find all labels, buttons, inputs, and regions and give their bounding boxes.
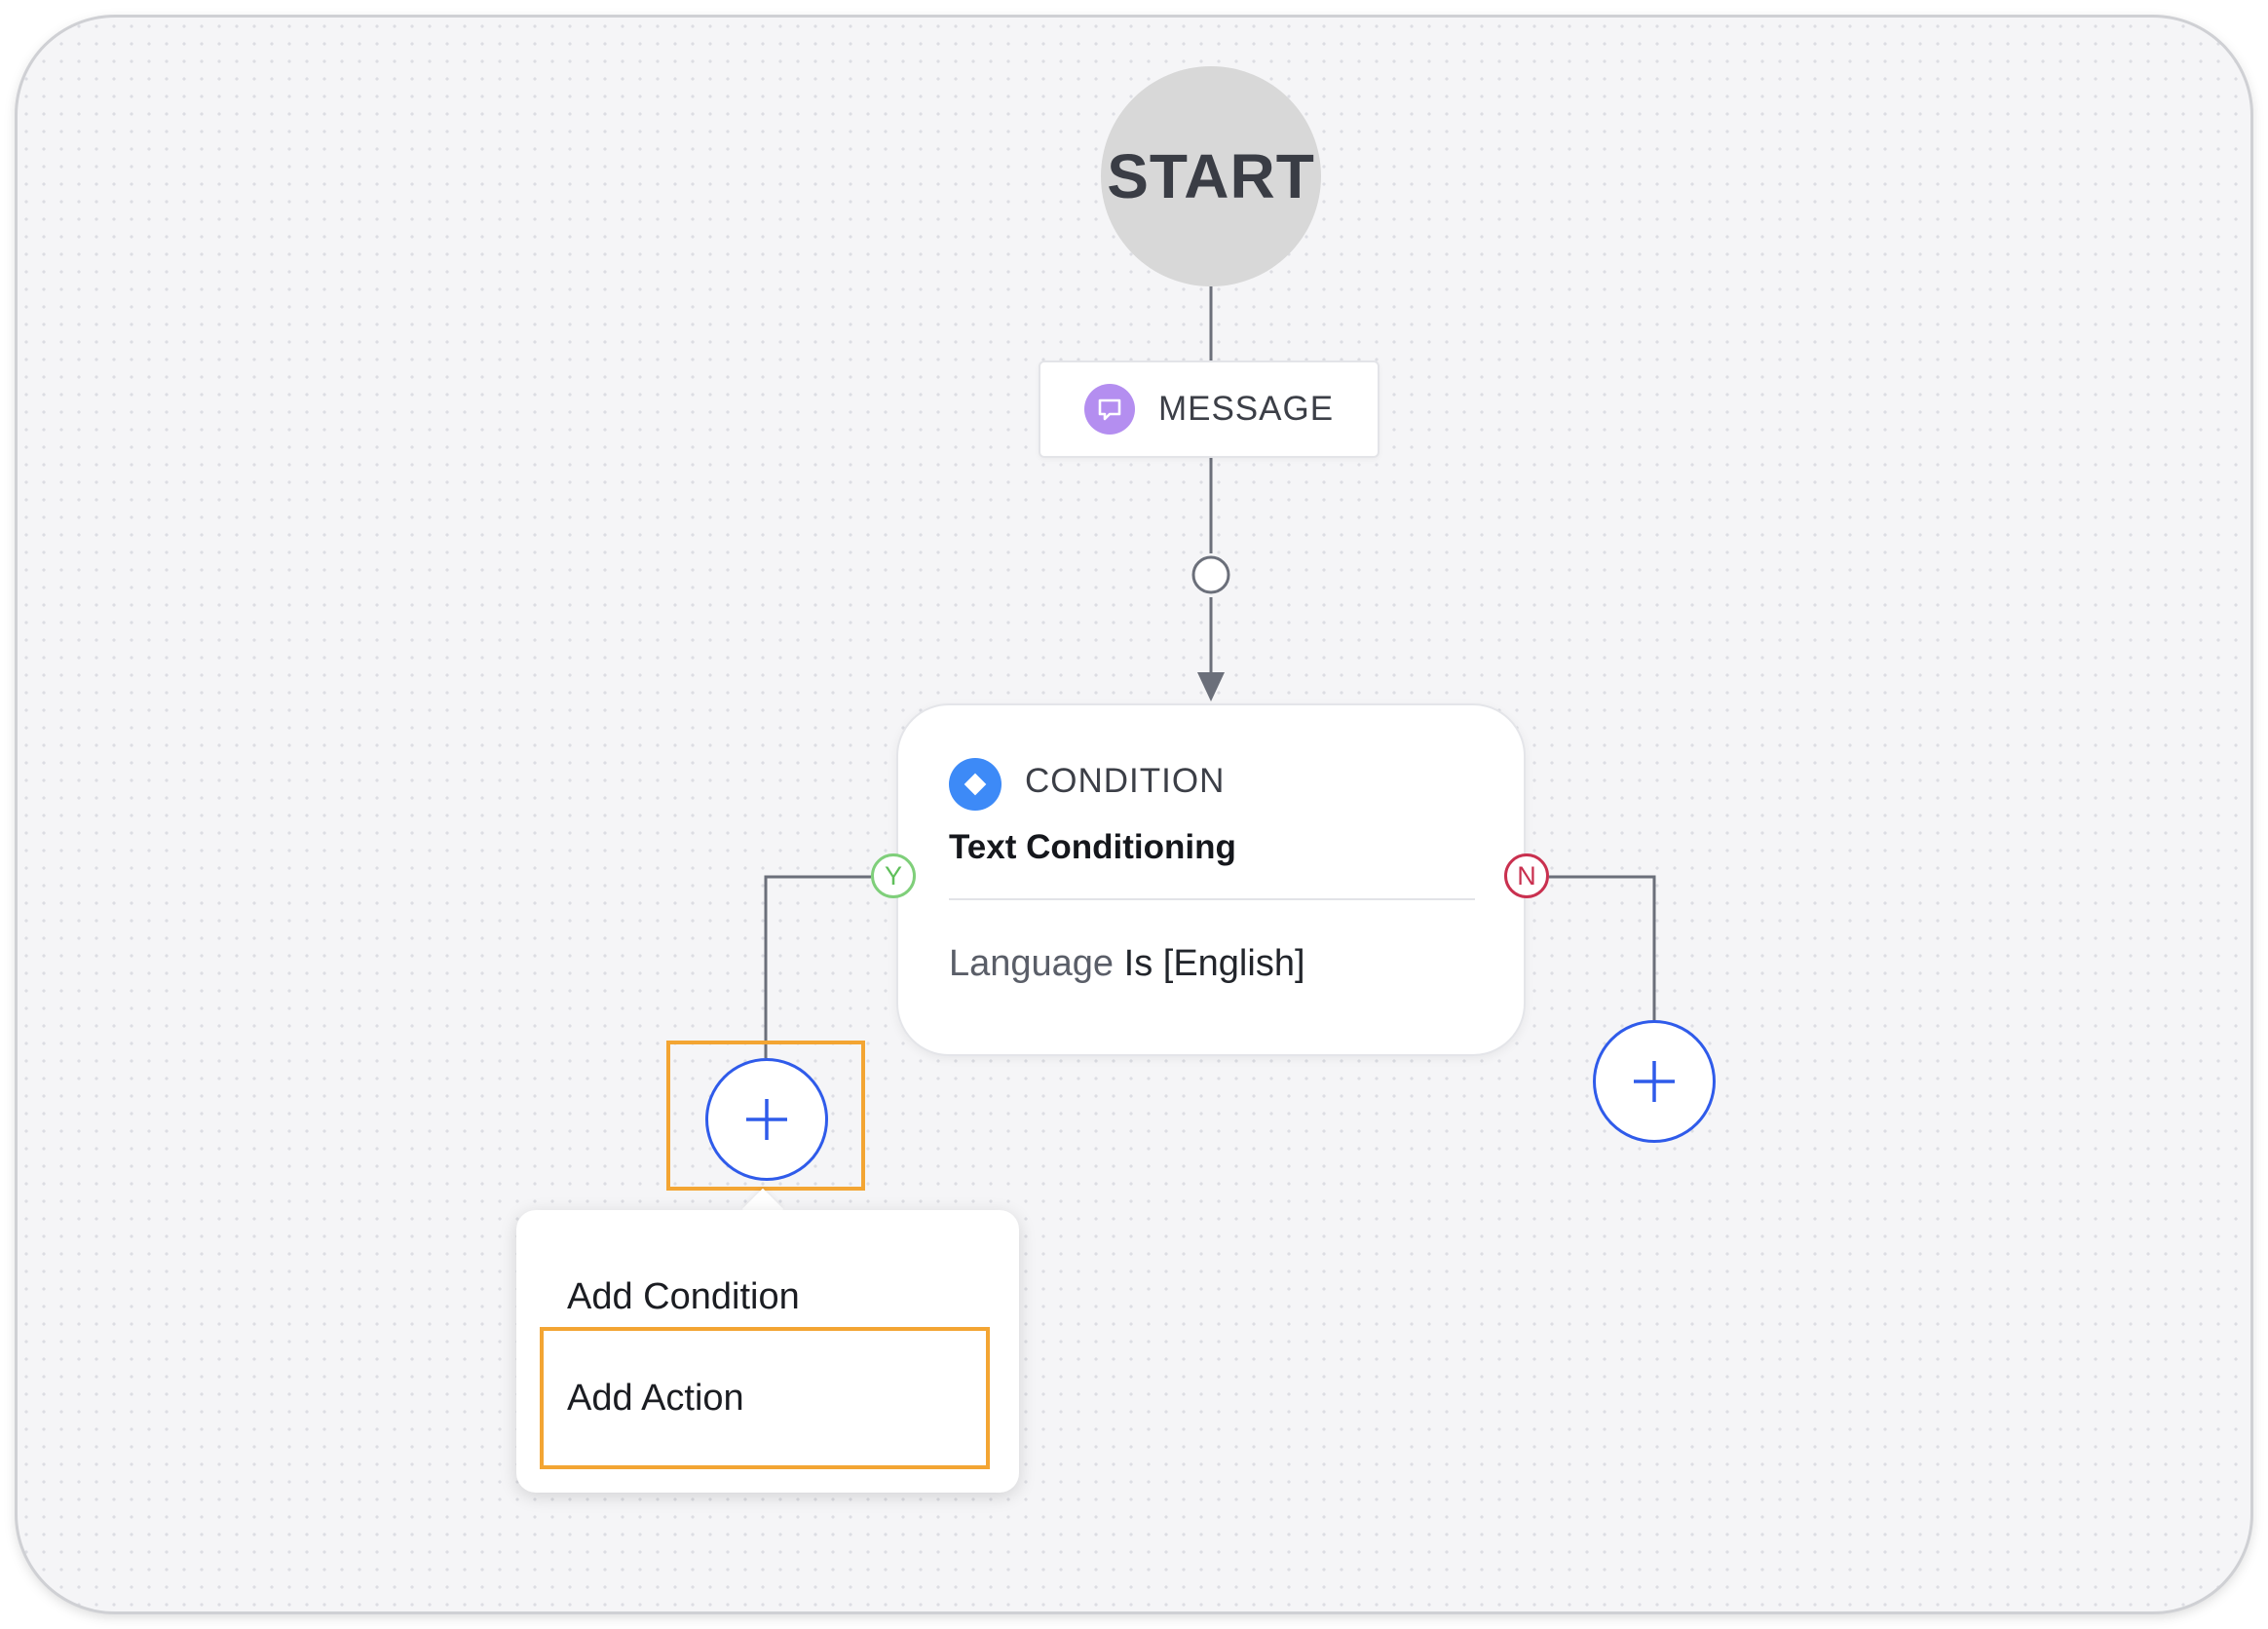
rule-operator: Is [1123,943,1153,984]
menu-item-add-condition[interactable]: Add Condition [567,1276,800,1317]
start-label: START [1107,141,1315,211]
divider [949,898,1475,900]
no-branch-label: N [1517,860,1536,890]
start-node[interactable]: START [1101,66,1321,286]
add-step-no-button[interactable] [1593,1020,1716,1143]
yes-branch-badge: Y [871,853,916,898]
add-step-yes-button[interactable] [705,1058,828,1181]
add-step-menu: Add Condition Add Action [516,1210,1019,1493]
message-label: MESSAGE [1157,390,1335,428]
yes-branch-label: Y [884,860,902,890]
no-branch-badge: N [1504,853,1549,898]
arrow-head [1197,672,1225,701]
rule-attribute: Language [949,943,1115,984]
chat-bubble-icon [1083,384,1135,435]
plus-icon [746,1099,787,1140]
highlight-add-button [666,1041,865,1191]
condition-diamond-icon [949,758,1002,811]
condition-rule: Language Is [English] [949,943,1305,985]
plus-icon [1634,1061,1675,1102]
message-node[interactable]: MESSAGE [1039,360,1380,458]
condition-title: Text Conditioning [949,828,1236,866]
condition-type-label: CONDITION [1025,762,1226,800]
condition-node[interactable]: CONDITION Text Conditioning Language Is … [896,703,1526,1056]
connector-node[interactable] [1191,555,1230,594]
rule-value: [English] [1162,943,1305,984]
highlight-add-action [540,1327,990,1469]
menu-item-add-action[interactable]: Add Action [567,1378,744,1419]
